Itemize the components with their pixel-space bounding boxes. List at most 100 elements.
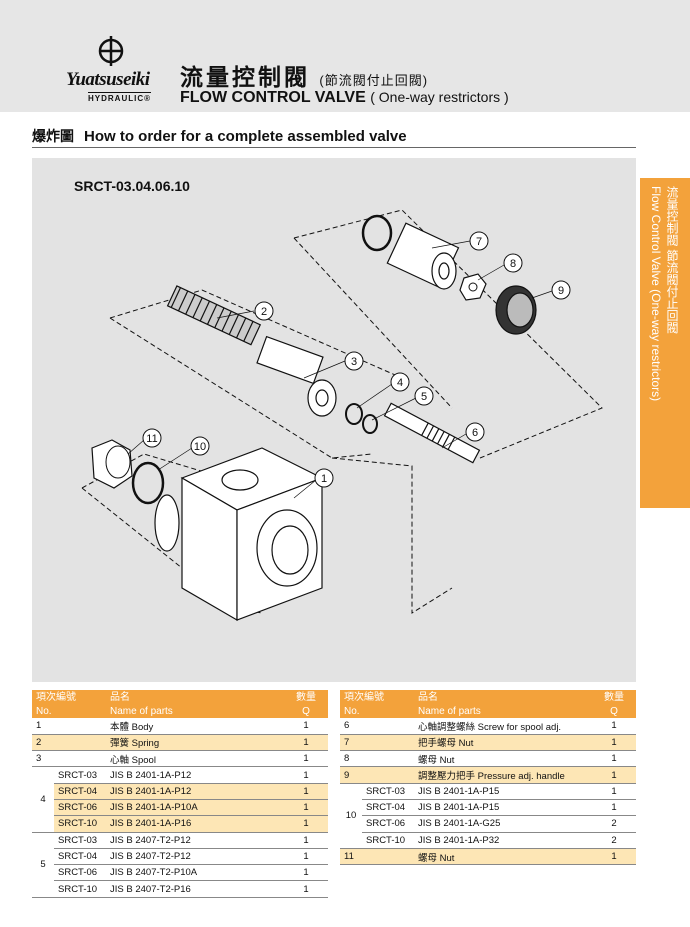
header-name-zh: 品名 xyxy=(414,690,592,704)
part-quantity: 1 xyxy=(284,766,328,784)
valve-body xyxy=(154,447,324,622)
part-quantity: 2 xyxy=(592,832,636,849)
model-variant: SRCT-10 xyxy=(54,815,106,833)
callout-7: 7 xyxy=(476,236,482,248)
part-number: 7 xyxy=(340,734,414,752)
part-quantity: 1 xyxy=(592,783,636,800)
spring xyxy=(166,285,262,346)
part-quantity: 1 xyxy=(284,880,328,898)
part-number: 2 xyxy=(32,734,106,752)
page-title-en: FLOW CONTROL VALVE ( One-way restrictors… xyxy=(180,89,509,106)
callout-11: 11 xyxy=(146,433,157,445)
model-variant: SRCT-06 xyxy=(54,864,106,882)
handle-nut xyxy=(386,222,460,290)
part-quantity: 1 xyxy=(284,799,328,817)
part-name: 螺母 Nut xyxy=(414,848,592,866)
part-name: JIS B 2407-T2-P16 xyxy=(106,880,284,898)
model-variant: SRCT-04 xyxy=(54,848,106,866)
part-name: 心軸調整螺絲 Screw for spool adj. xyxy=(414,718,592,735)
model-variant: SRCT-06 xyxy=(54,799,106,817)
part-number: 5 xyxy=(32,832,54,898)
part-name: JIS B 2401-1A-G25 xyxy=(414,815,592,833)
header-name-en: Name of parts xyxy=(414,704,592,718)
callout-3: 3 xyxy=(351,356,357,368)
header-q-zh: 數量 xyxy=(284,690,328,704)
header-name-en: Name of parts xyxy=(106,704,284,718)
part-name: JIS B 2407-T2-P12 xyxy=(106,848,284,866)
part-quantity: 2 xyxy=(592,815,636,833)
part-number: 6 xyxy=(340,718,414,735)
brand-logo: Yuatsuseiki HYDRAULIC® xyxy=(66,36,184,106)
part-quantity: 1 xyxy=(284,848,328,866)
part-name: 彈簧 Spring xyxy=(106,734,284,752)
part-quantity: 1 xyxy=(284,815,328,833)
part-name: JIS B 2401-1A-P15 xyxy=(414,783,592,800)
spool xyxy=(256,335,337,417)
model-variant: SRCT-10 xyxy=(54,880,106,898)
callout-1: 1 xyxy=(321,473,327,485)
header-q-en: Q xyxy=(592,704,636,718)
callout-6: 6 xyxy=(472,427,478,439)
part-name: JIS B 2401-1A-P32 xyxy=(414,832,592,849)
header-no-en: No. xyxy=(340,704,414,718)
part-name: 螺母 Nut xyxy=(414,750,592,768)
part-number: 4 xyxy=(32,766,54,833)
model-variant: SRCT-04 xyxy=(54,783,106,800)
part-number: 9 xyxy=(340,766,414,784)
part-name: JIS B 2401-1A-P15 xyxy=(414,799,592,817)
brand-name: Yuatsuseiki xyxy=(66,69,150,90)
header-no-zh: 項次編號 xyxy=(32,690,106,704)
header-band xyxy=(0,0,690,112)
part-number: 3 xyxy=(32,750,106,768)
page-title-zh: 流量控制閥 (節流閥付止回閥) xyxy=(180,64,429,90)
model-code: SRCT-03.04.06.10 xyxy=(74,178,190,194)
part-name: JIS B 2401-1A-P10A xyxy=(106,799,284,817)
header-q-en: Q xyxy=(284,704,328,718)
part-quantity: 1 xyxy=(592,718,636,735)
model-variant: SRCT-03 xyxy=(362,783,414,800)
brand-sub: HYDRAULIC® xyxy=(88,92,152,103)
adjust-screw xyxy=(383,402,481,464)
part-number: 1 xyxy=(32,718,106,735)
pressure-handle xyxy=(495,285,537,335)
part-name: JIS B 2407-T2-P12 xyxy=(106,832,284,849)
model-variant: SRCT-03 xyxy=(54,766,106,784)
part-name: 調整壓力把手 Pressure adj. handle xyxy=(414,766,592,784)
part-quantity: 1 xyxy=(592,766,636,784)
part-quantity: 1 xyxy=(284,734,328,752)
brand-mark-icon xyxy=(98,36,124,66)
model-variant: SRCT-10 xyxy=(362,832,414,849)
header-name-zh: 品名 xyxy=(106,690,284,704)
part-quantity: 1 xyxy=(284,832,328,849)
part-name: JIS B 2407-T2-P10A xyxy=(106,864,284,882)
part-quantity: 1 xyxy=(592,734,636,752)
exploded-diagram: SRCT-03.04.06.10 xyxy=(32,158,636,682)
part-number: 11 xyxy=(340,848,414,866)
callout-9: 9 xyxy=(558,285,564,297)
part-quantity: 1 xyxy=(592,799,636,817)
callout-5: 5 xyxy=(421,391,427,403)
part-number: 10 xyxy=(340,783,362,849)
callout-8: 8 xyxy=(510,258,516,270)
exploded-view-drawing: 2 3 4 5 6 7 8 9 10 11 1 xyxy=(81,209,603,622)
part-name: JIS B 2401-1A-P12 xyxy=(106,766,284,784)
